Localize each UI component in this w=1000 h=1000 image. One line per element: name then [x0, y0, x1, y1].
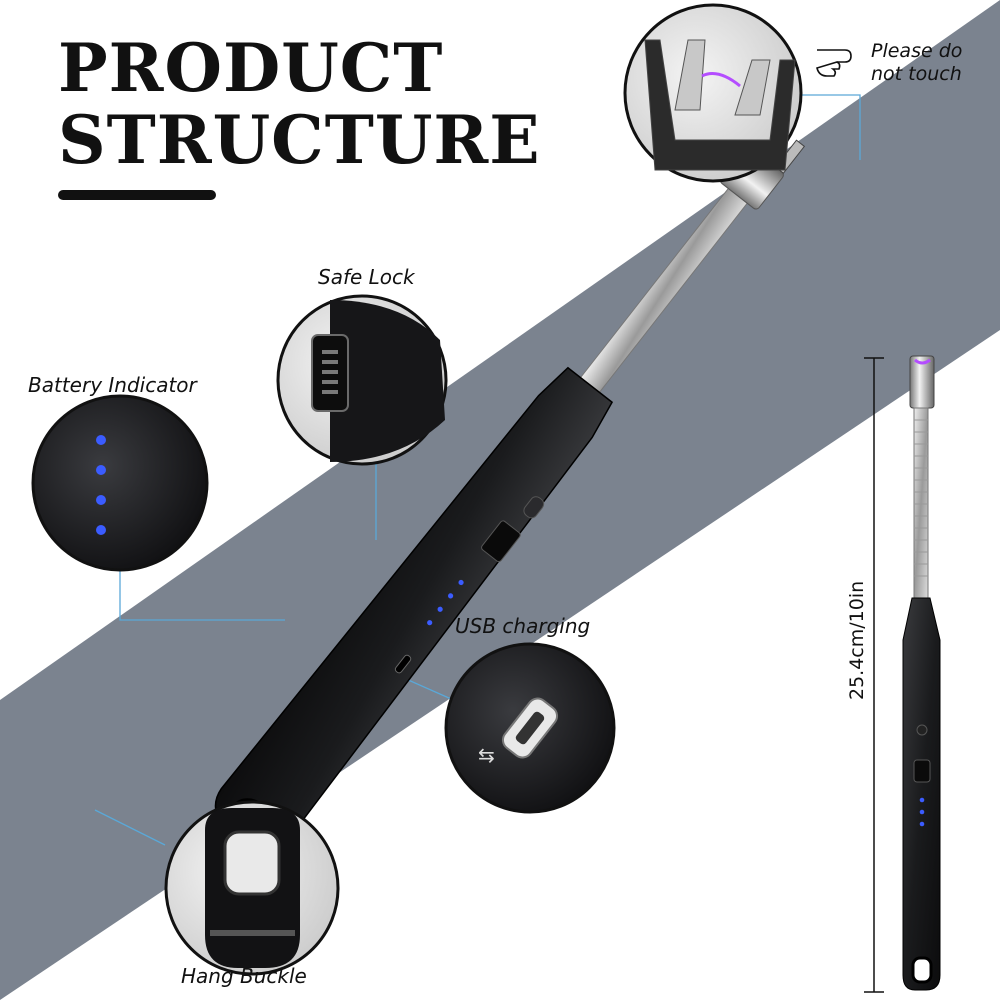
- leader-battery: [119, 560, 285, 621]
- leader-hang: [94, 809, 166, 846]
- hang-buckle-label: Hang Buckle: [181, 964, 307, 988]
- title-underline: [58, 190, 216, 200]
- page-title: PRODUCT STRUCTURE: [58, 32, 541, 176]
- svg-text:⇆: ⇆: [478, 743, 495, 767]
- warning-line-2: not touch: [871, 63, 962, 85]
- hand-pointing-icon: [816, 49, 852, 77]
- warning-note: Please do not touch: [871, 40, 962, 86]
- tip-detail-circle: [623, 3, 803, 183]
- lighter-reference: [902, 355, 941, 991]
- usb-detail-circle: ⇆: [444, 642, 616, 814]
- dimension-label: 25.4cm/10in: [846, 580, 868, 700]
- leader-tip: [795, 94, 861, 160]
- warning-line-1: Please do: [871, 40, 963, 62]
- safe-lock-label: Safe Lock: [318, 265, 415, 289]
- hang-buckle-detail-circle: [164, 800, 340, 976]
- safe-lock-detail-circle: [276, 294, 448, 466]
- battery-indicator-label: Battery Indicator: [28, 373, 197, 397]
- dimension-bracket: [864, 357, 884, 993]
- usb-charging-label: USB charging: [455, 614, 591, 638]
- title-line-1: PRODUCT: [58, 29, 444, 107]
- title-line-2: STRUCTURE: [58, 101, 541, 179]
- battery-detail-circle: [31, 394, 209, 572]
